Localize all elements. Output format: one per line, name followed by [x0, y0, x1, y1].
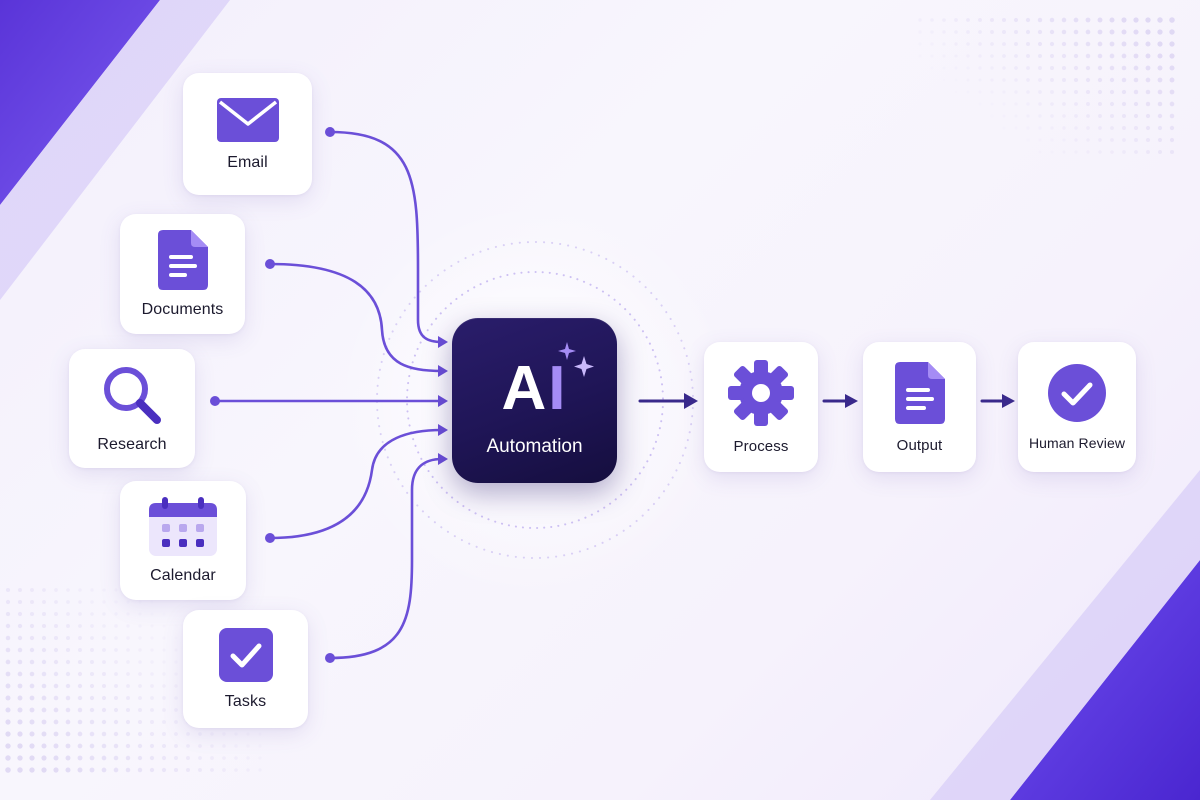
search-icon	[104, 366, 161, 424]
connector-arrowheads	[438, 336, 448, 465]
pipeline-card-human-review[interactable]: Human Review	[1018, 342, 1136, 472]
input-label-documents: Documents	[141, 301, 224, 318]
corner-band-bottom-right-light	[930, 470, 1200, 800]
connector-calendar	[268, 428, 444, 540]
input-card-tasks[interactable]: Tasks	[183, 610, 308, 728]
input-label-research: Research	[97, 435, 167, 453]
input-label-email: Email	[227, 154, 268, 171]
hub-subtitle: Automation	[486, 436, 583, 457]
input-card-email[interactable]: Email	[183, 73, 312, 195]
document-icon	[894, 361, 945, 424]
connector-documents	[268, 262, 444, 373]
hub-title: AI	[452, 354, 617, 424]
input-connectors	[213, 130, 444, 660]
dot-pattern-top-right	[918, 17, 1175, 155]
hub-title-main: A	[501, 354, 549, 423]
hub-title-accent: I	[548, 354, 568, 423]
checkbox-icon	[218, 628, 273, 682]
gear-icon	[728, 359, 794, 426]
pipeline-card-process[interactable]: Process	[704, 342, 818, 472]
connector-start-dots	[210, 127, 335, 663]
input-card-research[interactable]: Research	[69, 349, 195, 468]
connector-tasks	[328, 457, 444, 660]
corner-band-top-left-light	[0, 0, 230, 300]
input-label-calendar: Calendar	[150, 566, 216, 584]
sparkle-icon	[558, 342, 594, 377]
pipeline-label-human-review: Human Review	[1028, 435, 1126, 451]
pipeline-card-output[interactable]: Output	[863, 342, 976, 472]
pipeline-arrows	[638, 393, 1015, 409]
input-card-documents[interactable]: Documents	[120, 214, 245, 334]
pipeline-label-process: Process	[733, 437, 789, 455]
document-icon	[157, 230, 208, 290]
email-icon	[216, 98, 279, 142]
input-label-tasks: Tasks	[224, 693, 267, 710]
input-card-calendar[interactable]: Calendar	[120, 481, 246, 600]
calendar-icon	[149, 496, 217, 556]
ai-automation-hub[interactable]: AI Automation	[452, 318, 617, 483]
pipeline-label-output: Output	[896, 436, 943, 454]
check-circle-icon	[1048, 364, 1106, 422]
connector-email	[328, 130, 444, 344]
